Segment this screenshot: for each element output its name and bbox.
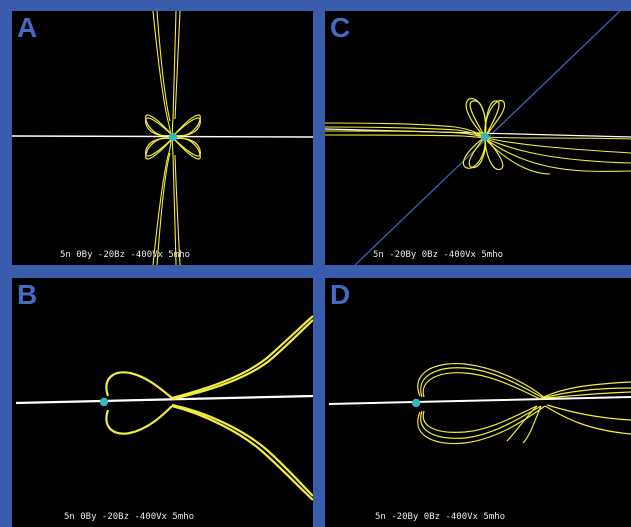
sun-direction-line xyxy=(15,394,313,405)
planet-marker xyxy=(411,398,421,408)
upstream-field-lines xyxy=(325,122,484,139)
sun-direction-line xyxy=(12,135,313,138)
planet-marker xyxy=(99,397,109,407)
field-line-plot-d xyxy=(328,362,631,445)
panel-b: B 5n 0By -20Bz -400Vx 5mho xyxy=(12,278,313,527)
field-line-plot-c xyxy=(325,11,631,265)
panel-letter: D xyxy=(330,279,351,310)
field-line-plot-b xyxy=(15,315,313,501)
panel-caption: 5n 0By -20Bz -400Vx 5mho xyxy=(60,250,191,260)
closed-field-loops xyxy=(462,97,506,171)
sun-direction-line xyxy=(328,396,631,405)
panel-letter: B xyxy=(17,279,38,310)
panel-caption: 5n -20By 0Bz -400Vx 5mho xyxy=(373,250,504,260)
panel-caption: 5n -20By 0Bz -400Vx 5mho xyxy=(375,512,506,522)
planet-marker xyxy=(168,132,178,142)
panel-c: C 5n -20By 0Bz -400Vx 5mho xyxy=(325,11,631,265)
panel-letter: C xyxy=(330,12,351,43)
upper-field-loops xyxy=(417,362,631,400)
field-line-bundle xyxy=(105,315,313,501)
planet-marker xyxy=(480,132,490,142)
panel-caption: 5n 0By -20Bz -400Vx 5mho xyxy=(64,512,195,522)
panel-d: D 5n -20By 0Bz -400Vx 5mho xyxy=(325,278,631,527)
field-line-plot-a xyxy=(12,11,313,265)
lower-field-loops xyxy=(417,404,631,445)
panel-a: A 5n 0By -20Bz -400Vx 5mho xyxy=(12,11,313,265)
closed-field-loops xyxy=(145,114,201,160)
downstream-field-lines xyxy=(486,136,631,175)
panel-letter: A xyxy=(17,12,38,43)
